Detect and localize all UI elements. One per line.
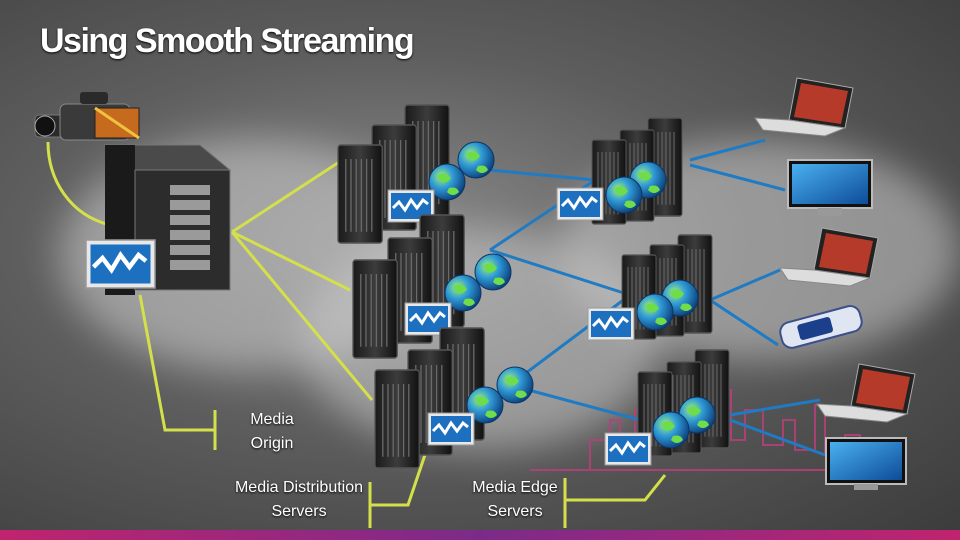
distribution-bracket — [370, 439, 432, 507]
origin-to-distribution-3-link — [230, 231, 374, 401]
edge1-to-laptop1-link — [689, 138, 766, 162]
edge-server-cluster-1 — [555, 117, 683, 225]
media-origin-label: Media Origin — [232, 408, 312, 456]
smooth-streaming-logo-icon — [426, 411, 476, 447]
laptop-icon — [754, 77, 854, 137]
origin-smooth-streaming-logo-icon — [86, 240, 155, 288]
accent-bar — [0, 530, 960, 540]
monitor-icon — [787, 159, 873, 216]
edge1-to-monitor1-link — [689, 163, 786, 192]
media-origin-label-line1: Media — [250, 411, 294, 428]
media-distribution-label-line1: Media Distribution — [234, 479, 364, 496]
media-origin-label-line2: Origin — [250, 435, 294, 452]
media-edge-servers-label: Media Edge Servers — [460, 476, 570, 524]
video-camera-icon — [34, 92, 140, 141]
origin-bracket — [138, 294, 215, 432]
origin-to-distribution-1-link — [231, 153, 351, 234]
media-edge-label-line2: Servers — [487, 503, 543, 520]
camera-to-origin-link — [46, 141, 111, 227]
distribution-server-cluster-3 — [374, 327, 534, 469]
smooth-streaming-logo-icon — [603, 431, 653, 467]
globe-icon — [474, 253, 512, 291]
globe-icon — [605, 176, 643, 214]
media-edge-label-line1: Media Edge — [472, 479, 558, 496]
laptop-icon — [816, 363, 916, 423]
monitor-icon — [825, 437, 907, 490]
media-distribution-servers-label: Media Distribution Servers — [214, 476, 384, 524]
edge-bracket — [565, 474, 667, 502]
edge2-to-laptop2-link — [709, 268, 781, 302]
laptop-icon — [779, 227, 879, 287]
dist1-to-edge1-link — [489, 168, 596, 182]
origin-links — [46, 141, 667, 528]
origin-server-icon — [103, 144, 232, 295]
phone-icon — [779, 305, 863, 349]
edge2-to-phone-link — [709, 298, 779, 347]
edge3-to-monitor2-link — [729, 418, 826, 457]
globe-icon — [652, 411, 690, 449]
smooth-streaming-logo-icon — [586, 306, 636, 342]
media-distribution-label-line2: Servers — [271, 503, 327, 520]
globe-icon — [457, 141, 495, 179]
edge-server-cluster-3 — [603, 349, 730, 467]
smooth-streaming-logo-icon — [555, 186, 605, 222]
page-title: Using Smooth Streaming — [40, 22, 415, 60]
origin-to-distribution-2-link — [231, 230, 351, 292]
edge3-to-laptop3-link — [729, 398, 821, 417]
dist2-to-edge2-link — [489, 248, 631, 297]
globe-icon — [636, 293, 674, 331]
globe-icon — [496, 366, 534, 404]
distribution-server-cluster-1 — [337, 104, 495, 244]
